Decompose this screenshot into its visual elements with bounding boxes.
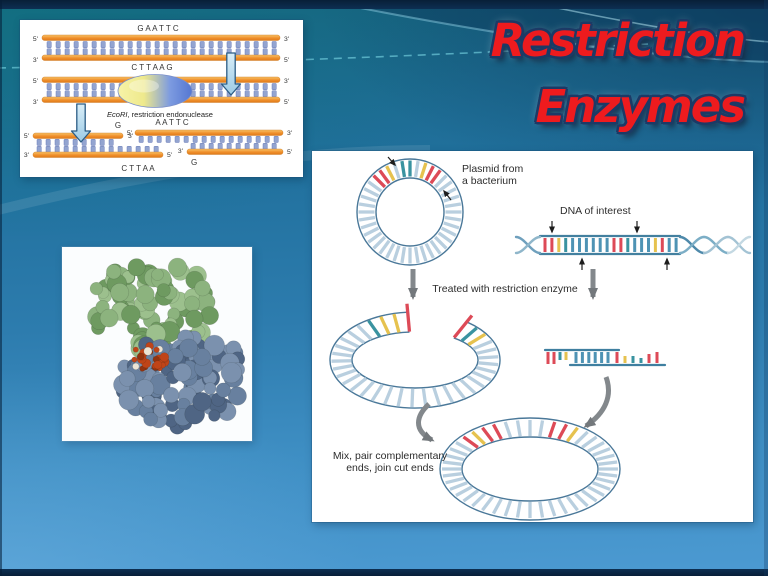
prime-label: 5' [284, 57, 289, 64]
enzyme-caption-rest: , restriction endonuclease [127, 110, 212, 119]
top-accent-bar [0, 0, 768, 9]
prime-label: 5' [287, 149, 292, 156]
treated-label: Treated with restriction enzyme [432, 283, 578, 295]
ecori-diagram: G A A T T C 5' 3' 3' 5' C T T A A G 5' 3… [24, 24, 292, 173]
left-edge-shade [0, 0, 2, 576]
protein-structure-figure [62, 247, 252, 441]
protein-molecule-graphics [87, 257, 247, 435]
title-line-2: Enzymes [535, 80, 747, 133]
prime-label: 5' [33, 36, 38, 43]
mix-label: Mix, pair complementary [333, 450, 448, 462]
prime-label: 3' [287, 130, 292, 137]
bottom-accent-bar [0, 569, 768, 576]
prime-label: 3' [24, 152, 29, 159]
ecori-diagram-figure: G A A T T C 5' 3' 3' 5' C T T A A G 5' 3… [20, 20, 303, 177]
enzyme-name: EcoRI [107, 110, 127, 119]
ecori-strand-graphics [32, 34, 284, 158]
top-strand-sequence: G A A T T C [137, 24, 178, 33]
left-fragment-sequence: C T T A A [121, 164, 155, 173]
dna-of-interest-label: DNA of interest [560, 205, 631, 217]
prime-label: 3' [128, 133, 133, 140]
enzyme-caption: EcoRI, restriction endonuclease [107, 110, 213, 119]
title-line-1: Restriction [490, 14, 746, 67]
protein-structure-image [87, 257, 247, 435]
right-fragment-overhang-base: G [191, 158, 197, 167]
prime-label: 5' [33, 78, 38, 85]
prime-label: 3' [284, 78, 289, 85]
bottom-strand-sequence: C T T A A G [131, 63, 172, 72]
prime-label: 3' [284, 36, 289, 43]
left-fragment-overhang-base: G [115, 121, 121, 130]
prime-label: 3' [33, 99, 38, 106]
cloning-graphics [329, 156, 752, 521]
cloning-diagram: Plasmid from a bacterium DNA of interest… [329, 156, 752, 521]
prime-label: 3' [33, 57, 38, 64]
prime-label: 3' [178, 148, 183, 155]
prime-label: 5' [167, 152, 172, 159]
prime-label: 5' [284, 99, 289, 106]
right-edge-shade [764, 0, 768, 576]
plasmid-label: a bacterium [462, 175, 517, 187]
prime-label: 5' [127, 130, 132, 137]
mix-label: ends, join cut ends [346, 462, 434, 474]
prime-label: 5' [24, 133, 29, 140]
cloning-diagram-figure: Plasmid from a bacterium DNA of interest… [312, 151, 753, 522]
slide-title: Restriction Enzymes [490, 8, 747, 140]
right-fragment-sequence: A A T T C [155, 118, 188, 127]
plasmid-label: Plasmid from [462, 163, 524, 175]
